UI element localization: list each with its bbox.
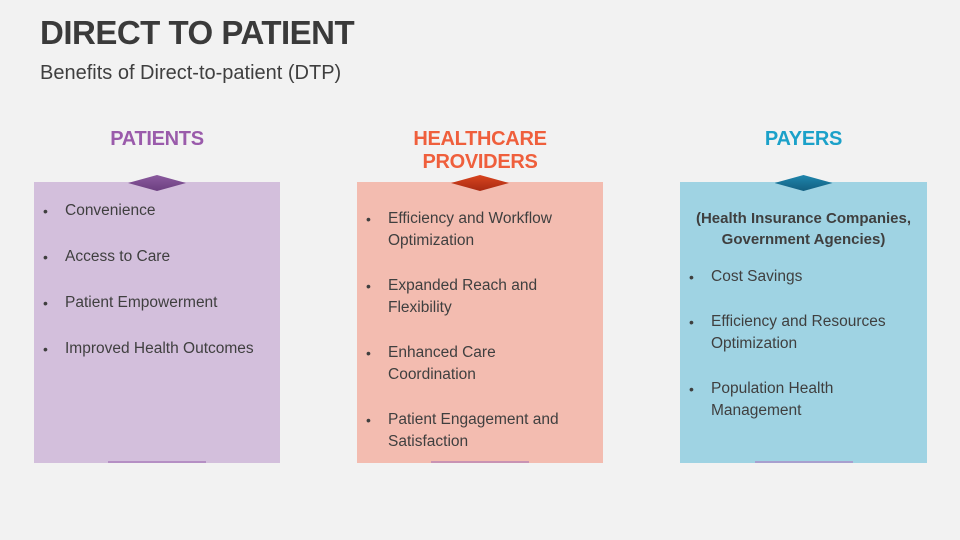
list-item: Cost Savings [680, 266, 927, 288]
patients-card: Convenience Access to Care Patient Empow… [34, 175, 280, 463]
list-item: Patient Empowerment [34, 292, 280, 314]
providers-card: Efficiency and Workflow Optimization Exp… [357, 175, 603, 463]
benefit-list: Cost Savings Efficiency and Resources Op… [680, 250, 927, 422]
benefit-list: Efficiency and Workflow Optimization Exp… [357, 182, 603, 453]
accent-bar [431, 461, 529, 463]
payers-column: PAYERS (Health Insurance Companies, Gove… [680, 128, 927, 463]
list-item: Access to Care [34, 246, 280, 268]
providers-column: HEALTHCARE PROVIDERS Efficiency and Work… [357, 128, 603, 463]
slide-title: DIRECT TO PATIENT [40, 14, 355, 51]
diamond-icon [774, 175, 833, 191]
list-item: Efficiency and Workflow Optimization [357, 208, 603, 252]
patients-column: PATIENTS Convenience Access to Care Pati… [34, 128, 280, 463]
payers-note: (Health Insurance Companies, Government … [695, 210, 912, 248]
list-item: Convenience [34, 200, 280, 222]
slide-subtitle: Benefits of Direct-to-patient (DTP) [40, 62, 342, 84]
list-item: Improved Health Outcomes [34, 338, 280, 360]
list-item: Expanded Reach and Flexibility [357, 275, 603, 319]
diamond-icon [451, 175, 509, 191]
accent-bar [754, 461, 853, 463]
diamond-icon [128, 175, 186, 191]
list-item: Patient Engagement and Satisfaction [357, 409, 603, 453]
benefit-list: Convenience Access to Care Patient Empow… [34, 182, 280, 360]
list-item: Population Health Management [680, 378, 927, 422]
column-heading: PAYERS [764, 128, 843, 150]
payers-card: (Health Insurance Companies, Government … [680, 175, 927, 463]
list-item: Efficiency and Resources Optimization [680, 311, 927, 355]
accent-bar [108, 461, 206, 463]
column-heading: PATIENTS [110, 128, 204, 150]
list-item: Enhanced Care Coordination [357, 342, 603, 386]
column-heading: HEALTHCARE PROVIDERS [413, 128, 547, 173]
